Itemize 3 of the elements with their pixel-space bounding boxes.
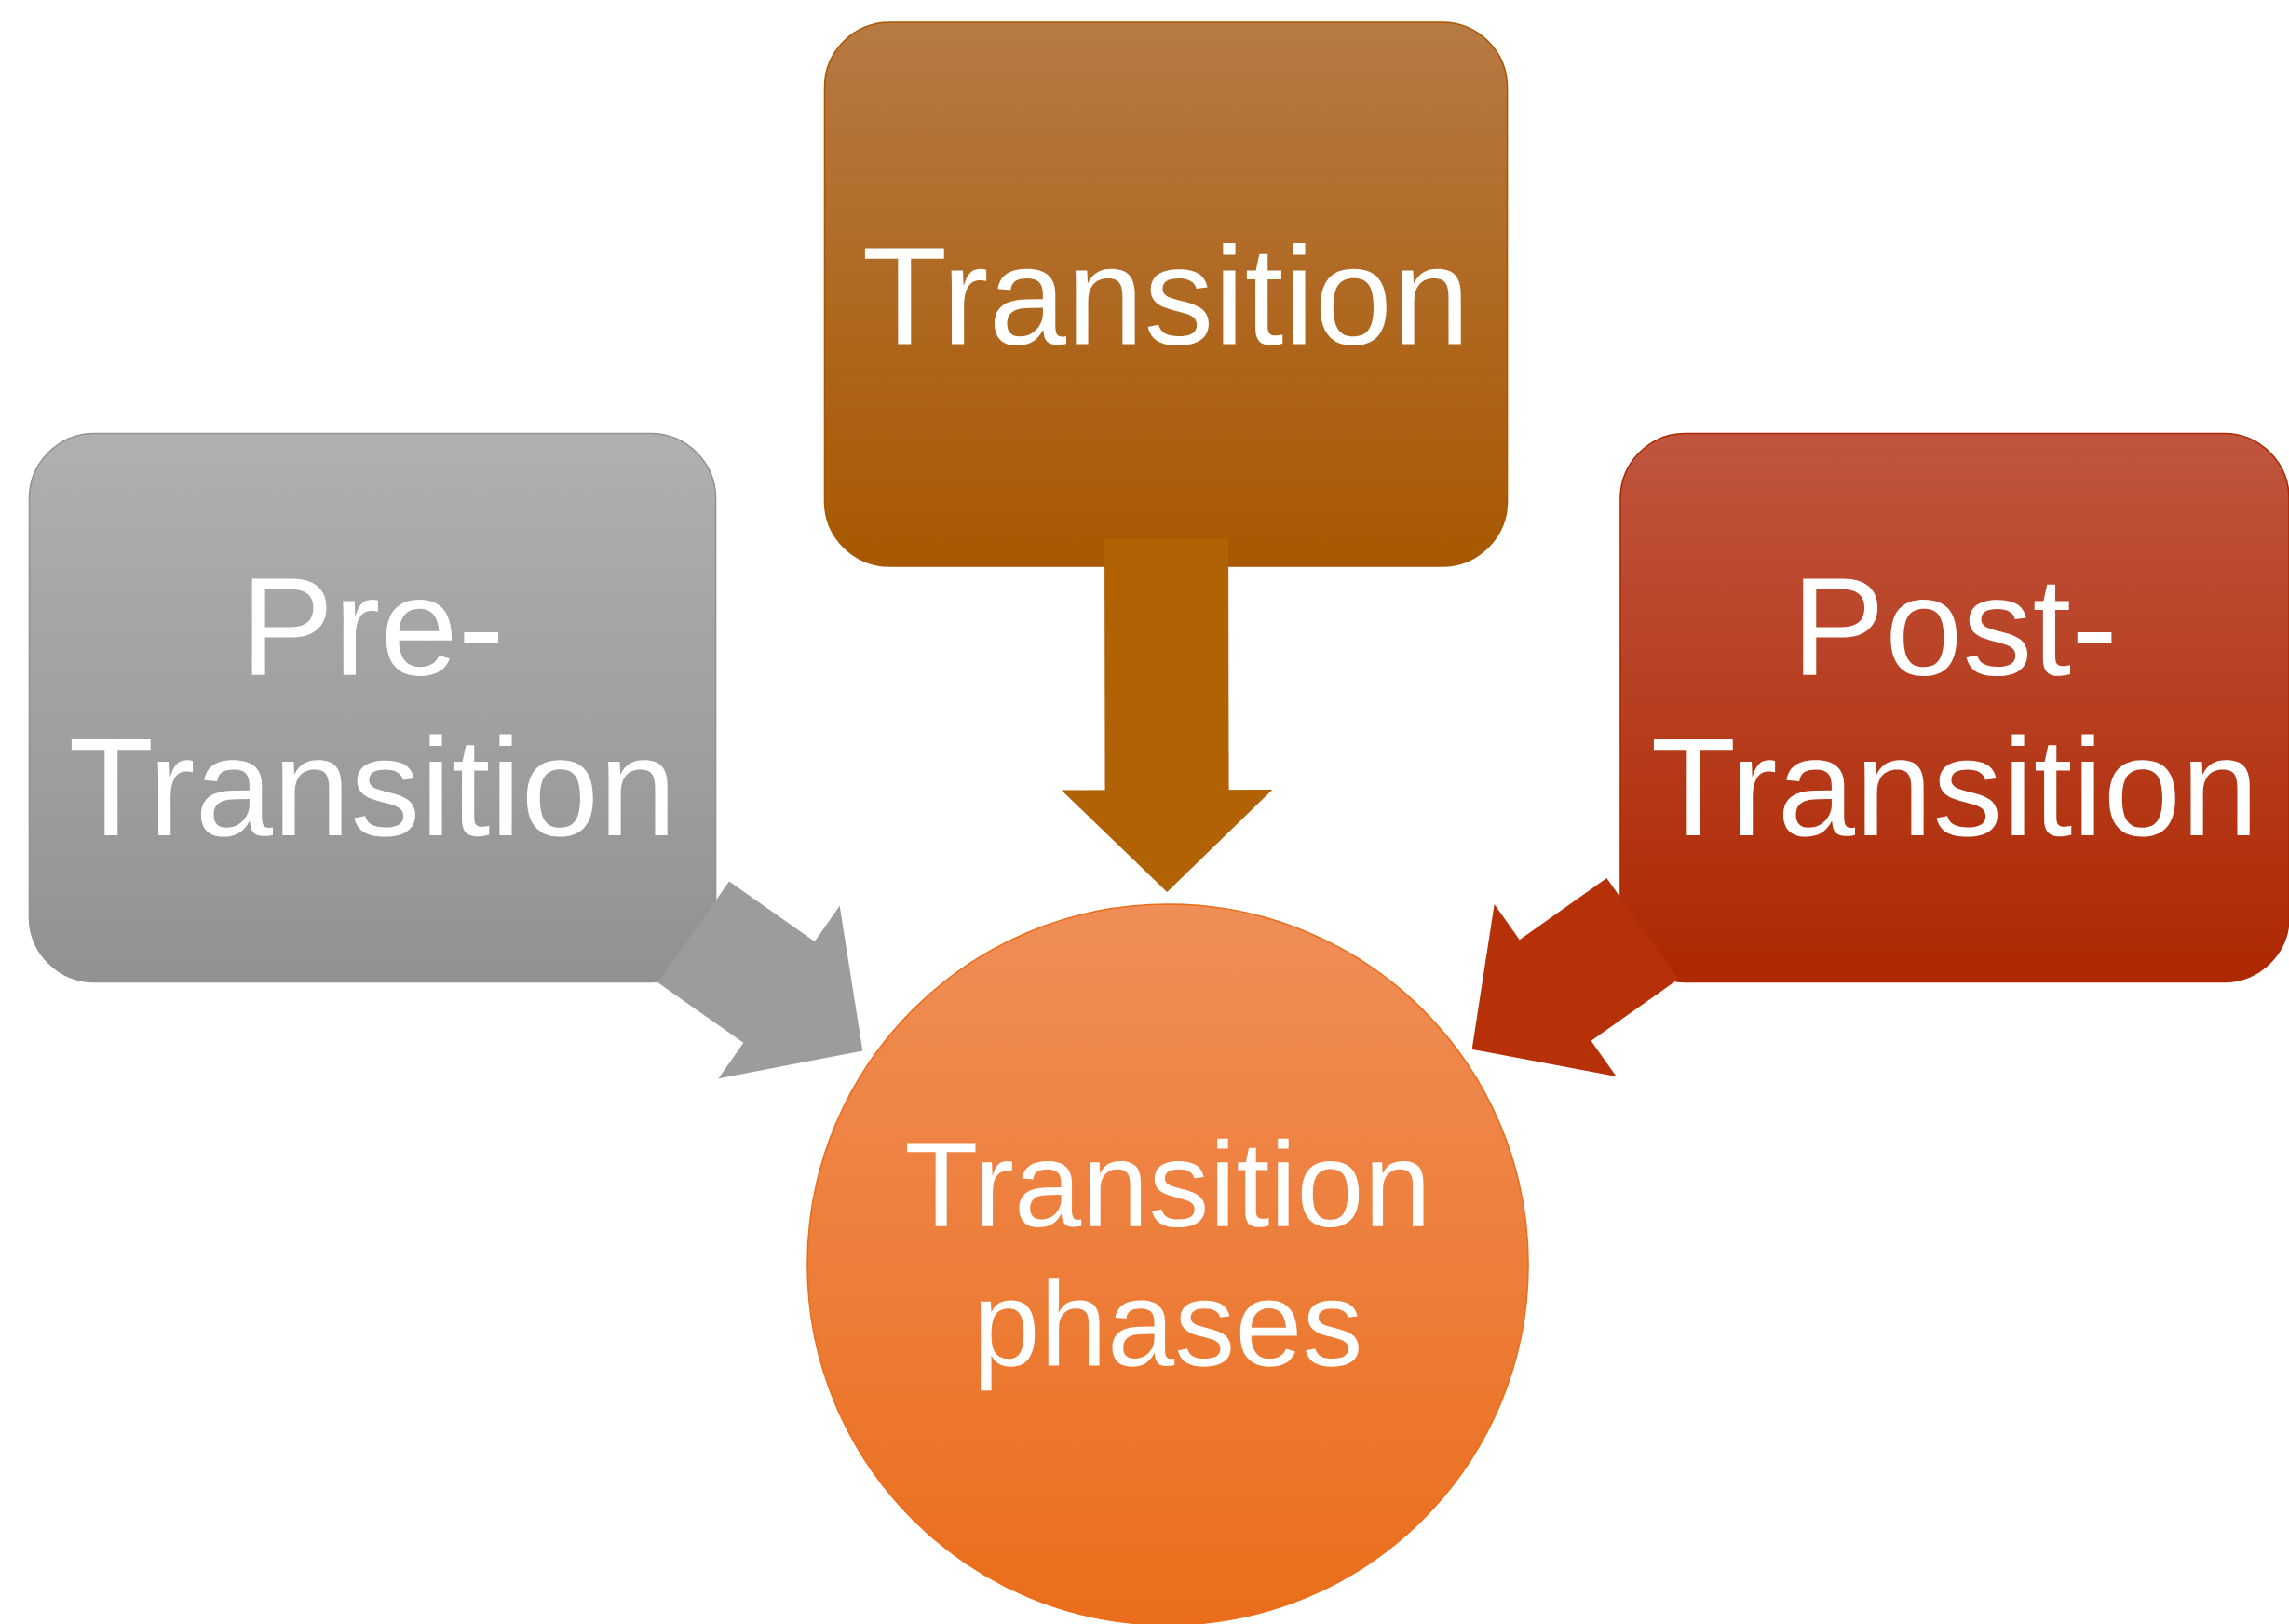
phase-box: Post- Transition xyxy=(1619,432,2289,983)
phase-box: Pre- Transition xyxy=(28,432,717,983)
phase-box: Transition xyxy=(823,21,1509,567)
